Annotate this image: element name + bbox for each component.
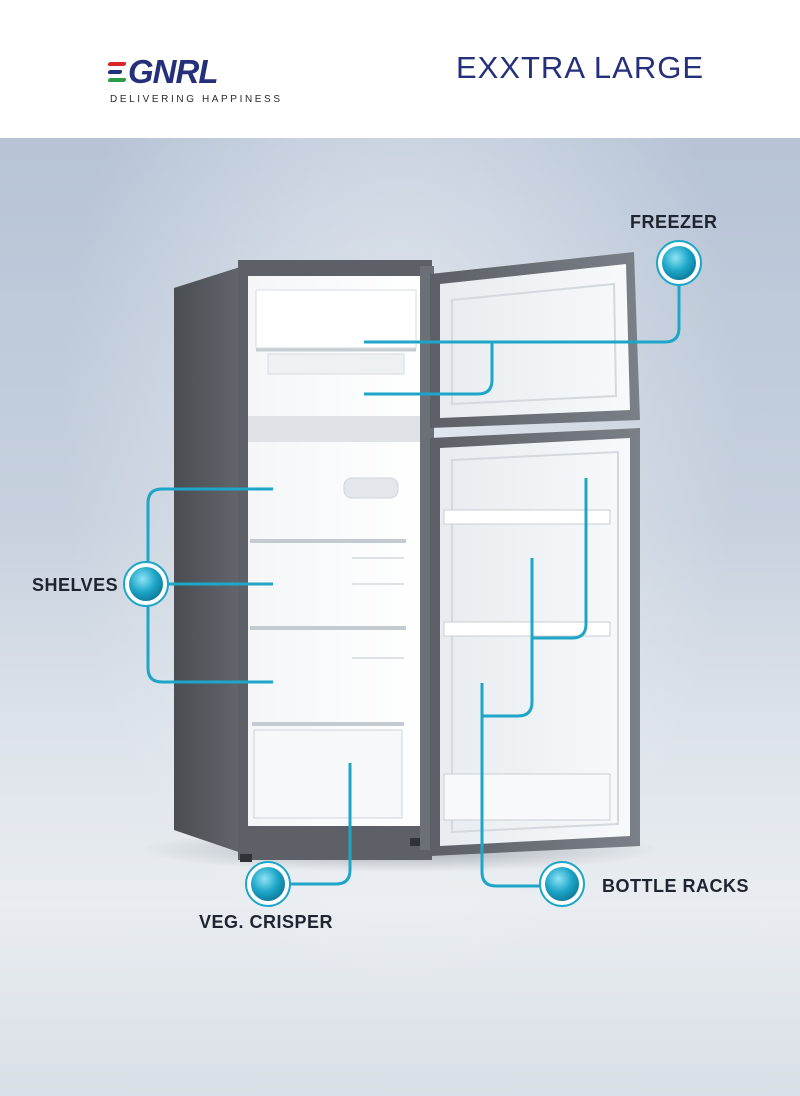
shelves-dot-icon — [123, 561, 169, 607]
shelves-label: SHELVES — [32, 575, 119, 595]
bottle-rack-bin — [443, 773, 611, 821]
veg-crisper-drawer — [253, 729, 403, 819]
bottle-racks-leader — [480, 683, 540, 888]
brand-logo: GNRL DELIVERING HAPPINESS — [107, 53, 288, 110]
freezer-dot-icon — [656, 240, 702, 286]
compartment-divider — [248, 416, 424, 442]
cabinet-foot — [240, 854, 252, 862]
fridge-light — [343, 477, 399, 499]
door-bin-2 — [443, 621, 611, 637]
freezer-label: FREEZER — [630, 212, 718, 232]
product-scene: FREEZER SHELVES VEG. CRISPER BOTTLE RACK… — [0, 138, 800, 1096]
veg-crisper-label: VEG. CRISPER — [199, 912, 334, 932]
brand-tagline: DELIVERING HAPPINESS — [110, 94, 283, 105]
veg-crisper-dot-icon — [245, 861, 291, 907]
header: GNRL DELIVERING HAPPINESS EXXTRA LARGE — [0, 0, 800, 138]
logo-stripes-icon — [107, 62, 128, 84]
door-bin-1 — [443, 509, 611, 525]
brand-name: GNRL — [128, 53, 218, 90]
veg-crisper-leader — [290, 763, 352, 886]
product-title: EXXTRA LARGE — [455, 50, 704, 85]
fridge-door-liner — [440, 438, 630, 846]
bottle-racks-label: BOTTLE RACKS — [602, 876, 749, 896]
freezer-tray — [255, 289, 417, 349]
refrigerator-illustration — [123, 240, 702, 907]
ice-tray — [267, 353, 405, 375]
bottle-racks-dot-icon — [539, 861, 585, 907]
cabinet-foot — [410, 838, 420, 846]
